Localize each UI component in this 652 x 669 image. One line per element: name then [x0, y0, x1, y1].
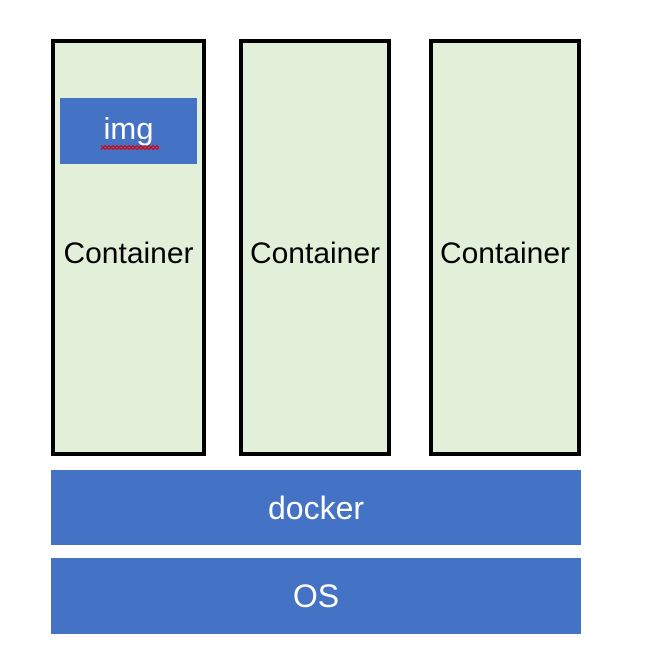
os-layer-label: OS: [292, 578, 340, 614]
container-box-3[interactable]: Container: [429, 39, 581, 456]
docker-layer-label: docker: [267, 489, 365, 526]
spellcheck-squiggle-icon: [101, 145, 159, 150]
image-box-label: img: [103, 111, 154, 146]
docker-layer-bar[interactable]: docker: [51, 470, 581, 545]
container-label-1: Container: [63, 237, 194, 270]
container-label-3: Container: [439, 237, 571, 270]
container-box-1[interactable]: img Container: [51, 39, 206, 456]
container-box-2[interactable]: Container: [239, 39, 391, 456]
os-layer-bar[interactable]: OS: [51, 558, 581, 634]
image-box[interactable]: img: [60, 98, 197, 164]
container-label-2: Container: [249, 237, 381, 270]
